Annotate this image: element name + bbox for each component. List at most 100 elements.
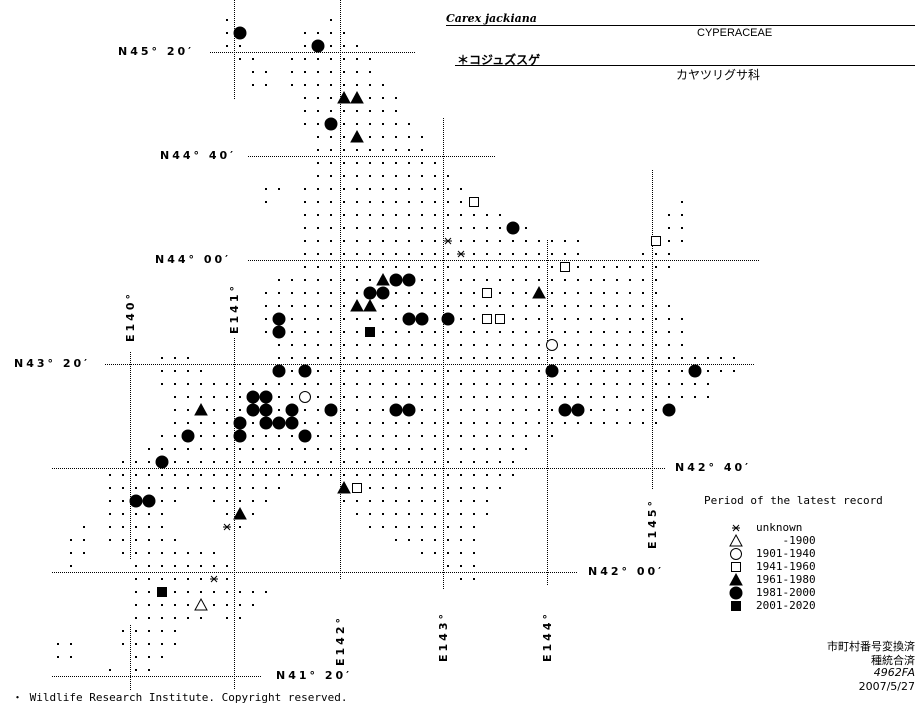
mesh-dot [148, 565, 150, 567]
circle-shape [402, 403, 416, 417]
mesh-dot [434, 279, 436, 281]
mesh-dot [291, 383, 293, 385]
mesh-dot [382, 266, 384, 268]
mesh-dot [655, 253, 657, 255]
mesh-dot [278, 396, 280, 398]
mesh-dot [330, 279, 332, 281]
mesh-dot [577, 266, 579, 268]
mesh-dot [642, 266, 644, 268]
mesh-dot [460, 474, 462, 476]
mesh-dot [278, 357, 280, 359]
mesh-dot [239, 604, 241, 606]
mesh-dot [603, 292, 605, 294]
mesh-dot [460, 526, 462, 528]
mesh-dot [226, 565, 228, 567]
mesh-dot [668, 305, 670, 307]
mesh-dot [473, 448, 475, 450]
mesh-dot [343, 435, 345, 437]
mesh-dot [408, 396, 410, 398]
mesh-dot [655, 357, 657, 359]
mesh-dot [512, 331, 514, 333]
mesh-dot [473, 409, 475, 411]
mesh-dot [486, 279, 488, 281]
mesh-dot [395, 318, 397, 320]
circle-shape [376, 286, 390, 300]
mesh-dot [382, 253, 384, 255]
mesh-dot [460, 539, 462, 541]
mesh-dot [460, 292, 462, 294]
mesh-dot [135, 643, 137, 645]
mesh-dot [460, 318, 462, 320]
mesh-dot [421, 383, 423, 385]
mesh-dot [304, 461, 306, 463]
mesh-dot [343, 500, 345, 502]
mesh-dot [304, 71, 306, 73]
mesh-dot [512, 240, 514, 242]
square-shape [157, 587, 167, 597]
mesh-dot [538, 253, 540, 255]
mesh-dot [525, 266, 527, 268]
mesh-dot [252, 422, 254, 424]
mesh-dot [304, 409, 306, 411]
mesh-dot [395, 110, 397, 112]
mesh-dot [616, 344, 618, 346]
mesh-dot [395, 396, 397, 398]
mesh-dot [174, 383, 176, 385]
graticule [52, 0, 760, 690]
mesh-dot [447, 214, 449, 216]
lon-label-e140: E140° [124, 291, 137, 342]
mesh-dot [434, 305, 436, 307]
mesh-dot [473, 214, 475, 216]
mesh-dot [369, 357, 371, 359]
mesh-dot [655, 396, 657, 398]
mesh-dot [486, 253, 488, 255]
mesh-dot [499, 383, 501, 385]
mesh-dot [330, 331, 332, 333]
mesh-dot [343, 162, 345, 164]
mesh-dot [590, 422, 592, 424]
square-shape [560, 262, 570, 272]
mesh-dot [213, 448, 215, 450]
mesh-dot [330, 461, 332, 463]
mesh-dot [213, 565, 215, 567]
mesh-dot [356, 318, 358, 320]
mesh-dot [564, 253, 566, 255]
mesh-dot [382, 396, 384, 398]
mesh-dot [200, 383, 202, 385]
mesh-dot [148, 617, 150, 619]
mesh-dot [330, 45, 332, 47]
mesh-dot [369, 513, 371, 515]
mesh-dot [226, 591, 228, 593]
mesh-dot [304, 188, 306, 190]
mesh-dot [161, 565, 163, 567]
mesh-dot [655, 331, 657, 333]
filled-triangle-marker [337, 90, 351, 104]
mesh-dot [226, 513, 228, 515]
mesh-dot [473, 578, 475, 580]
mesh-dot [343, 227, 345, 229]
mesh-dot [460, 448, 462, 450]
mesh-dot [83, 526, 85, 528]
mesh-dot [356, 162, 358, 164]
mesh-dot [642, 344, 644, 346]
mesh-dot [525, 422, 527, 424]
mesh-dot [330, 175, 332, 177]
mesh-dot [317, 32, 319, 34]
mesh-dot [382, 110, 384, 112]
mesh-dot [317, 84, 319, 86]
mesh-dot [486, 448, 488, 450]
note-species-merged: 種統合済 [871, 654, 915, 667]
open-square-marker [482, 288, 492, 298]
mesh-dot [122, 474, 124, 476]
filled-triangle-marker [337, 480, 351, 494]
square-shape [495, 314, 505, 324]
mesh-dot [278, 461, 280, 463]
mesh-dot [447, 565, 449, 567]
mesh-dot [395, 123, 397, 125]
mesh-dot [356, 383, 358, 385]
mesh-dot [382, 422, 384, 424]
mesh-dot [512, 318, 514, 320]
mesh-dot [473, 552, 475, 554]
legend-symbols [729, 524, 743, 611]
mesh-dot [603, 305, 605, 307]
